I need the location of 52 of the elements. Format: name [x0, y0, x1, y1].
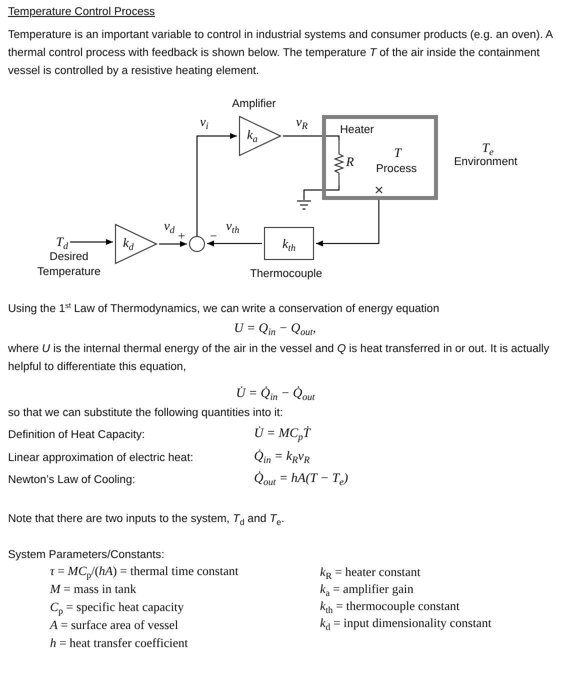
equation-caption: Linear approximation of electric heat:	[8, 451, 194, 466]
resistor-label: R	[346, 154, 354, 170]
thermocouple-block: k$_{th}$	[264, 227, 314, 260]
connector-line	[196, 133, 238, 236]
connector-line	[282, 136, 340, 140]
process-label: Process	[376, 162, 417, 177]
signal-label: v$_{R}$	[296, 114, 308, 130]
parameter-definition: k$_{R}$ = heater constant	[320, 564, 420, 580]
connector-line	[316, 200, 380, 246]
equation-caption: Newton’s Law of Cooling:	[8, 473, 136, 488]
input-label: Desired Temperature	[36, 250, 102, 280]
body-paragraph: where U is the internal thermal energy of the air in the vessel and Q is heat transferred in or out. It is actually helpful to differentiate this equation,	[8, 342, 550, 375]
variable-label: T	[394, 145, 402, 161]
body-text: so that we can substitute the following quantities into it:	[8, 406, 284, 421]
block-heading: Thermocouple	[250, 267, 322, 282]
signal-label: v$_{th}$	[226, 218, 240, 234]
equation: Q̇$_{out}$ = hA(T − T$_{e}$)	[254, 470, 348, 486]
environment-label: Environment	[454, 156, 518, 170]
sign-label: −	[210, 228, 218, 244]
parameter-definition: k$_{a}$ = amplifier gain	[320, 581, 414, 597]
variable-label: T$_{e}$	[482, 140, 494, 156]
block-heading: Heater	[340, 123, 374, 138]
block-heading: Amplifier	[232, 97, 276, 112]
parameter-definition: A = surface area of vessel	[50, 617, 178, 633]
connector-line	[70, 239, 114, 245]
equation: U̇ = Q̇$_{in}$ − Q̇$_{out}$	[236, 385, 315, 401]
parameter-definition: τ = MC$_{p}$/(hA) = thermal time constant	[50, 563, 239, 579]
process-box	[322, 115, 438, 200]
parameter-definition: C$_{p}$ = specific heat capacity	[50, 599, 184, 615]
equation-caption: Definition of Heat Capacity:	[8, 428, 145, 443]
parameter-definition: k$_{th}$ = thermocouple constant	[320, 598, 460, 614]
intro-paragraph: Temperature is an important variable to control in industrial systems and consumer products (e.g. an oven). A thermal control process with feedback is shown below. The temperature T of the air inside the containment vessel is controlled by a resistive heating element.	[8, 28, 554, 79]
parameter-definition: h = heat transfer coefficient	[50, 635, 188, 651]
section-heading: System Parameters/Constants:	[8, 548, 164, 563]
parameter-definition: k$_{d}$ = input dimensionality constant	[320, 615, 492, 631]
gain-label: k$_{a}$	[247, 127, 258, 143]
equation: Q̇$_{in}$ = k$_{R}$v$_{R}$	[254, 448, 310, 464]
equation: U̇ = MC$_{p}$Ṫ	[254, 425, 310, 441]
signal-label: v$_{i}$	[200, 114, 208, 130]
connector-line	[158, 241, 188, 247]
signal-label: v$_{d}$	[164, 218, 175, 234]
gain-label: k$_{d}$	[123, 235, 134, 251]
variable-label: T$_{d}$	[56, 234, 68, 250]
equation: U = Q$_{in}$ − Q$_{out}$,	[234, 320, 316, 336]
parameter-definition: M = mass in tank	[50, 581, 136, 597]
body-text: Note that there are two inputs to the system, T$_{d}$ and T$_{e}$.	[8, 512, 284, 527]
connector-line	[304, 186, 340, 200]
sign-label: +	[178, 228, 186, 244]
body-text: Using the 1$^{st}$ Law of Thermodynamics, we can write a conservation of energy equation	[8, 301, 440, 317]
connector-line	[206, 240, 262, 246]
page-title: Temperature Control Process	[8, 5, 155, 20]
summing-junction	[189, 236, 205, 252]
